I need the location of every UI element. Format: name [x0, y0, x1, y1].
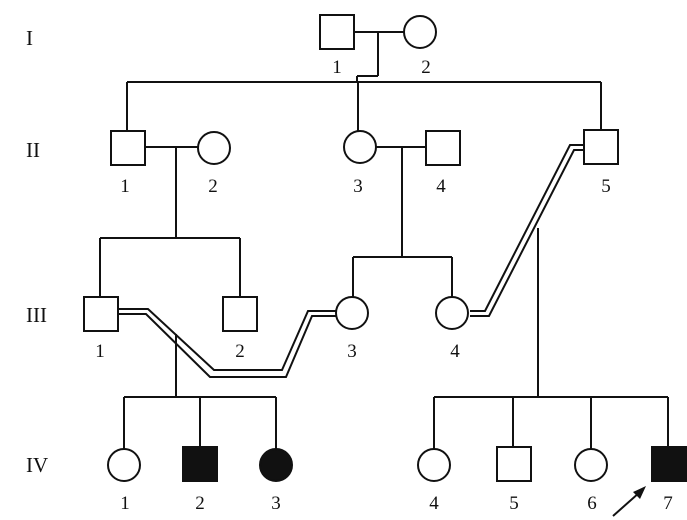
individual-III-1: 1: [83, 296, 119, 362]
individual-number: 5: [509, 493, 519, 514]
female-symbol: [197, 131, 231, 165]
consanguineous-line-II5-III4-b: [470, 149, 584, 317]
affected-male-symbol: [651, 446, 687, 482]
individual-number: 1: [95, 341, 105, 362]
individual-IV-7: 7: [651, 446, 687, 514]
generation-label-1: I: [26, 26, 33, 50]
individual-IV-2: 2: [182, 446, 218, 514]
individual-number: 5: [601, 176, 611, 197]
female-symbol: [107, 448, 141, 482]
female-symbol: [343, 130, 377, 164]
male-symbol: [83, 296, 119, 332]
individual-III-3: 3: [335, 296, 369, 362]
individual-number: 3: [347, 341, 357, 362]
individual-number: 1: [332, 57, 342, 78]
individual-number: 1: [120, 493, 130, 514]
male-symbol: [496, 446, 532, 482]
proband-arrow-shaft: [612, 491, 641, 517]
generation-label-3: III: [26, 303, 47, 327]
individual-number: 4: [429, 493, 439, 514]
individual-III-4: 4: [435, 296, 469, 362]
generation-label-2: II: [26, 138, 40, 162]
male-symbol: [222, 296, 258, 332]
individual-number: 3: [353, 176, 363, 197]
male-symbol: [110, 130, 146, 166]
male-symbol: [425, 130, 461, 166]
male-symbol: [319, 14, 355, 50]
individual-number: 6: [587, 493, 597, 514]
individual-number: 2: [421, 57, 431, 78]
consanguineous-line-II5-III4-a: [470, 144, 584, 312]
individual-II-1: 1: [110, 130, 146, 197]
male-symbol: [583, 129, 619, 165]
individual-I-2: 2: [403, 15, 437, 78]
affected-female-symbol: [259, 448, 293, 482]
individual-number: 2: [235, 341, 245, 362]
individual-IV-5: 5: [496, 446, 532, 514]
individual-II-5: 5: [583, 129, 619, 197]
consanguineous-line-III1-III3-b: [118, 313, 336, 378]
female-symbol: [417, 448, 451, 482]
individual-number: 3: [271, 493, 281, 514]
female-symbol: [403, 15, 437, 49]
individual-number: 4: [450, 341, 460, 362]
female-symbol: [574, 448, 608, 482]
proband-arrow-icon: [612, 486, 646, 517]
affected-male-symbol: [182, 446, 218, 482]
individual-number: 2: [195, 493, 205, 514]
individual-IV-6: 6: [574, 448, 608, 514]
individual-II-3: 3: [343, 130, 377, 197]
individual-II-2: 2: [197, 131, 231, 197]
individual-number: 4: [436, 176, 446, 197]
female-symbol: [335, 296, 369, 330]
generation-label-4: IV: [26, 453, 48, 477]
individual-number: 2: [208, 176, 218, 197]
individual-IV-4: 4: [417, 448, 451, 514]
individual-number: 7: [663, 493, 673, 514]
individual-III-2: 2: [222, 296, 258, 362]
individual-IV-3: 3: [259, 448, 293, 514]
female-symbol: [435, 296, 469, 330]
individual-I-1: 1: [319, 14, 355, 78]
individual-number: 1: [120, 176, 130, 197]
individual-II-4: 4: [425, 130, 461, 197]
proband-arrow-head: [633, 486, 646, 499]
consanguineous-line-III1-III3-a: [118, 308, 336, 371]
individual-IV-1: 1: [107, 448, 141, 514]
